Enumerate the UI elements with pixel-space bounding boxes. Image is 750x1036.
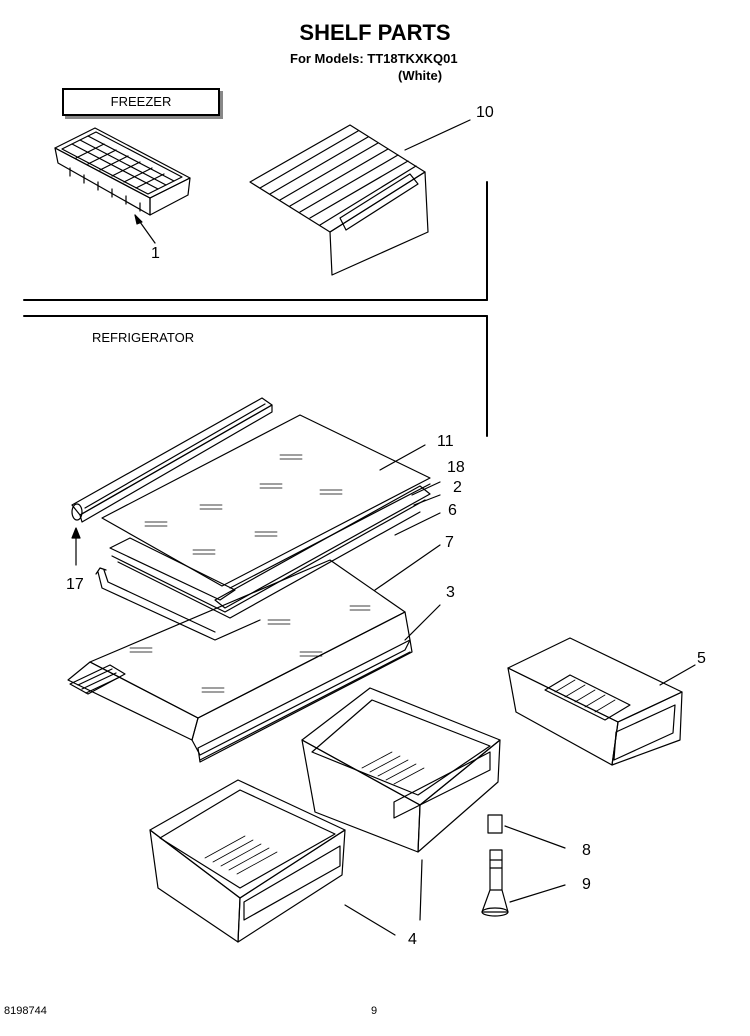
shelf-frame-part [109,485,431,619]
callout-10: 10 [476,104,494,121]
document-number: 8198744 [4,1005,47,1017]
callout-1: 1 [151,245,160,262]
callout-4: 4 [408,931,417,948]
crisper-drawer-left-part [149,779,346,943]
leader-5 [659,664,696,686]
refrigerator-section-label: REFRIGERATOR [92,330,195,345]
callout-2: 2 [453,479,462,496]
meat-drawer-part [507,637,683,766]
leader-10 [404,119,471,151]
leader-4a [344,904,396,936]
callout-5: 5 [697,650,706,667]
freezer-section-label: FREEZER [62,88,220,116]
freezer-shelf-part [249,124,429,276]
callout-18: 18 [447,459,465,476]
leader-3 [404,604,441,641]
leader-4b [419,859,423,921]
ice-tray-part [54,127,191,216]
lower-frame-part [95,567,261,641]
callout-8: 8 [582,842,591,859]
callout-17: 17 [66,576,84,593]
crisper-cover-part [67,559,413,763]
shelf-trim-part [71,397,273,523]
callout-9: 9 [582,876,591,893]
page-number: 9 [371,1005,378,1017]
models-line: For Models: TT18TKXKQ01 [290,51,458,66]
leader-6 [394,512,441,536]
page-title: SHELF PARTS [299,20,451,45]
crisper-drawer-right-part [301,687,501,853]
color-line: (White) [398,68,443,83]
leader-8 [504,825,566,849]
leader-11 [379,444,426,471]
section-dividers [23,181,488,437]
callout-7: 7 [445,534,454,551]
callout-6: 6 [448,502,457,519]
arrow-17 [71,527,81,539]
callout-11: 11 [437,433,454,450]
callout-3: 3 [446,584,455,601]
leader-2 [413,494,441,506]
leader-9 [509,884,566,903]
arrow-1 [134,214,143,225]
leader-18 [411,481,441,496]
adjuster-part [481,814,509,917]
leader-7 [374,544,441,591]
glass-shelf-upper-part [101,414,431,589]
